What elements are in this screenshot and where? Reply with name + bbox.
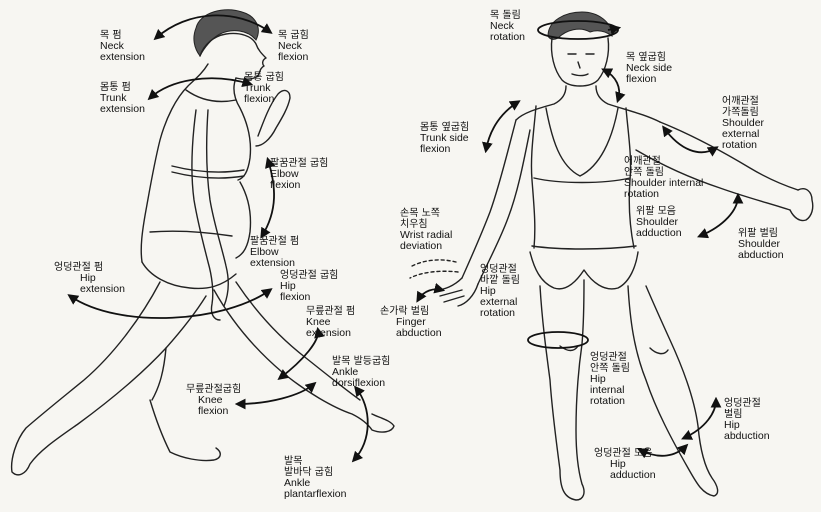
front-view-figure [409, 11, 814, 501]
label-knee-flexion: 무릎관절굽힘 Knee flexion [186, 384, 242, 417]
label-neck-side-flexion: 목 옆굽힘 Neck side flexion [626, 52, 673, 85]
neck-arrow [153, 14, 273, 41]
label-trunk-flexion: 몸통 굽힘 Trunk flexion [244, 72, 284, 105]
shoulder-external-arrow [662, 125, 719, 157]
label-trunk-side-flexion: 몸통 옆굽힘 Trunk side flexion [420, 122, 470, 155]
knee-flexion-arrow [234, 381, 317, 410]
label-hip-flexion: 엉덩관절 굽힘 Hip flexion [280, 270, 339, 303]
label-shoulder-internal-rotation: 어깨관절 안쪽 돌림 Shoulder internal rotation [624, 156, 704, 200]
label-knee-extension: 무릎관절 펌 Knee extension [306, 306, 356, 339]
side-view-figure [10, 9, 395, 476]
label-shoulder-adduction: 위팔 모음 Shoulder adduction [636, 206, 682, 239]
label-neck-rotation: 목 돌림 Neck rotation [490, 10, 526, 43]
knee-extension-arrow [277, 326, 325, 380]
trunk-side-arrow [482, 100, 521, 154]
hip-arrow [67, 288, 273, 319]
elbow-arrow [260, 156, 276, 239]
hip-rotation-ring [527, 331, 589, 349]
label-ankle-dorsiflexion: 발목 발등굽힘 Ankle dorsiflexion [332, 356, 391, 389]
label-elbow-extension: 팔꿈관절 펌 Elbow extension [250, 236, 300, 269]
label-finger-abduction: 손가락 벌림 Finger abduction [380, 306, 442, 339]
label-neck-extension: 목 펌 Neck extension [100, 30, 145, 63]
hip-adduction-arrow [637, 443, 689, 459]
label-wrist-radial-deviation: 손목 노쪽 치우침 Wrist radial deviation [400, 208, 453, 252]
shoulder-abduction-arrow [697, 192, 744, 239]
neck-side-arrow [601, 68, 626, 104]
label-hip-internal-rotation: 엉덩관절 안쪽 돌림 Hip internal rotation [590, 352, 630, 407]
hip-abduction-arrow [681, 396, 722, 440]
finger-arrow [416, 282, 446, 303]
label-hip-extension: 엉덩관절 펌 Hip extension [54, 262, 125, 295]
label-hip-abduction: 엉덩관절 벌림 Hip abduction [724, 398, 770, 442]
label-neck-flexion: 목 굽힘 Neck flexion [278, 30, 309, 63]
label-shoulder-abduction: 위팔 벌림 Shoulder abduction [738, 228, 784, 261]
label-elbow-flexion: 팔꿈관절 굽힘 Elbow flexion [270, 158, 329, 191]
label-ankle-plantarflexion: 발목 발바닥 굽힘 Ankle plantarflexion [284, 456, 347, 500]
label-hip-external-rotation: 엉덩관절 바깥 돌림 Hip external rotation [480, 264, 520, 319]
label-hip-adduction: 엉덩관절 모음 Hip adduction [594, 448, 656, 481]
trunk-arrow [147, 76, 254, 101]
label-shoulder-external-rotation: 어깨관절 가쪽돌림 Shoulder external rotation [722, 96, 765, 151]
motion-arrows [67, 14, 744, 463]
ankle-arrow [351, 385, 369, 463]
label-trunk-extension: 몸통 펌 Trunk extension [100, 82, 145, 115]
